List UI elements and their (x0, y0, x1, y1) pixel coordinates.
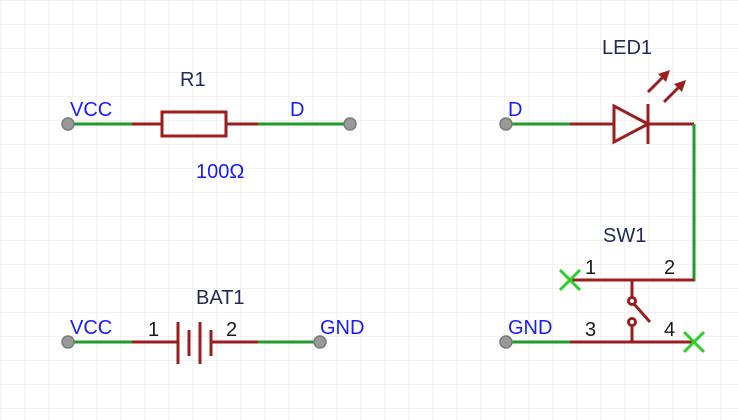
net-port-gnd-sw1[interactable] (499, 335, 513, 349)
sw1-contact-bottom (627, 317, 637, 327)
net-port-vcc-r1[interactable] (61, 117, 75, 131)
sw1-pin1-number: 1 (585, 257, 596, 279)
bat1-reference-label: BAT1 (196, 287, 245, 309)
led1-light-arrowhead-2 (674, 80, 686, 92)
net-port-d-led1[interactable] (499, 117, 513, 131)
led1-reference-label: LED1 (602, 37, 652, 59)
net-label-vcc-bat1: VCC (70, 317, 112, 339)
switch-sw1[interactable]: SW1 1 2 3 4 GND (499, 225, 706, 354)
net-port-gnd-bat1[interactable] (313, 335, 327, 349)
r1-value-label: 100Ω (196, 161, 244, 183)
sw1-pin4-number: 4 (664, 319, 675, 341)
net-label-d-r1: D (290, 99, 304, 121)
net-port-vcc-bat1[interactable] (61, 335, 75, 349)
net-port-d-r1[interactable] (343, 117, 357, 131)
net-label-gnd-sw1: GND (508, 317, 552, 339)
sw1-contact-top (627, 296, 637, 306)
net-label-d-led1: D (508, 99, 522, 121)
sw1-pin3-number: 3 (585, 319, 596, 341)
r1-reference-label: R1 (180, 69, 206, 91)
led-led1[interactable]: LED1 D (499, 37, 694, 145)
bat1-pin2-number: 2 (226, 319, 237, 341)
sw1-no-connect-pin1-b (558, 268, 582, 292)
bat1-pin1-number: 1 (148, 319, 159, 341)
sw1-no-connect-pin4-b (682, 330, 706, 354)
battery-bat1[interactable]: BAT1 1 2 VCC GND (61, 287, 364, 364)
net-label-gnd-bat1: GND (320, 317, 364, 339)
sw1-pin2-number: 2 (664, 257, 675, 279)
resistor-r1[interactable]: R1 100Ω VCC D (61, 69, 357, 183)
sw1-lever[interactable] (632, 303, 652, 323)
led1-triangle (612, 103, 652, 145)
net-label-vcc-r1: VCC (70, 99, 112, 121)
led1-light-arrowhead-1 (658, 70, 670, 82)
sw1-reference-label: SW1 (603, 225, 646, 247)
